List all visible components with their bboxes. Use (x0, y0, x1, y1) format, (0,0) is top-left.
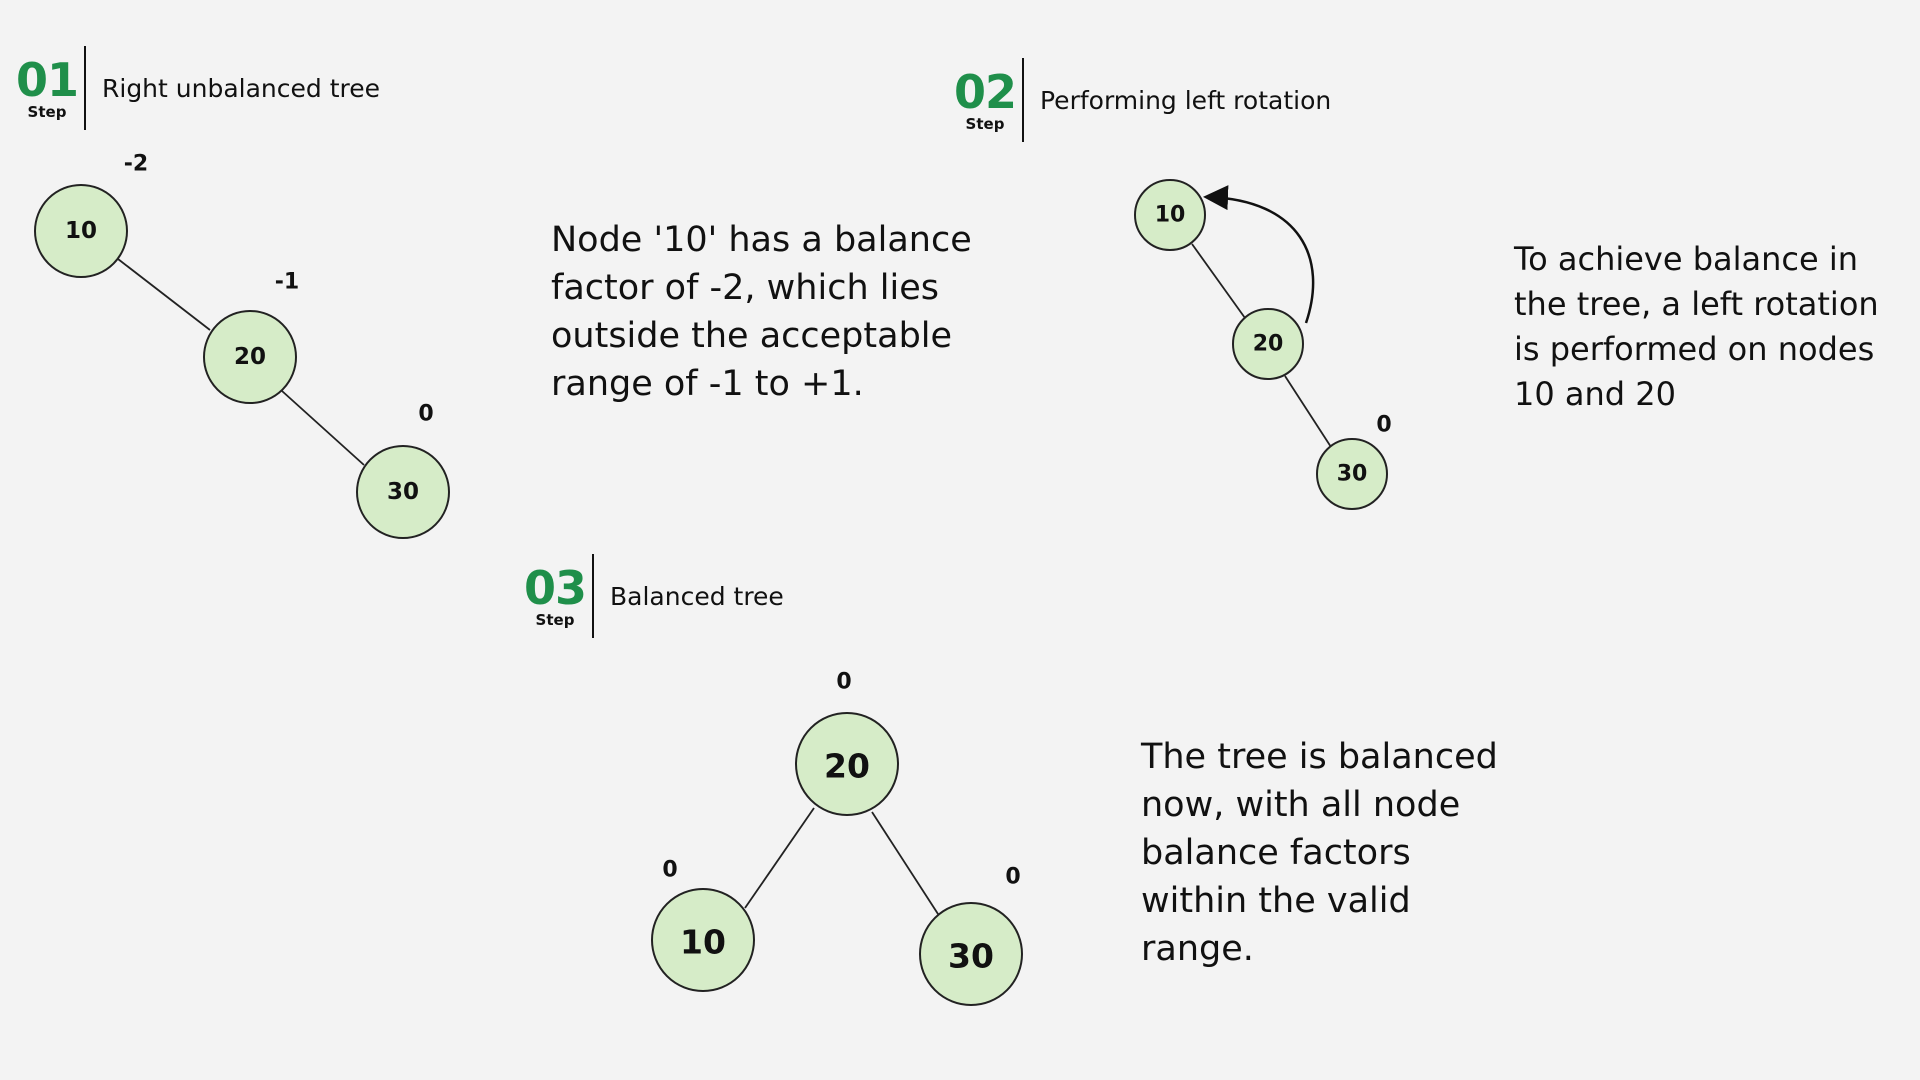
step-word: Step (27, 102, 67, 121)
tree-node (919, 902, 1023, 1006)
step-03-title: Balanced tree (610, 581, 784, 611)
tree-node (1232, 308, 1304, 380)
step-divider (1022, 58, 1024, 142)
step-01-header: 01 Step Right unbalanced tree (16, 46, 380, 130)
step-03-badge: 03 Step (524, 560, 587, 629)
node-value: 10 (65, 218, 97, 244)
tree-edge (1191, 243, 1246, 319)
balance-factor: 0 (836, 670, 851, 695)
step-03-header: 03 Step Balanced tree (524, 554, 784, 638)
tree-edge (281, 390, 365, 466)
step-01-tree: 10 -2 20 -1 30 0 (34, 152, 450, 539)
tree-node (795, 712, 899, 816)
balance-factor: 0 (1005, 865, 1020, 890)
tree-edge (117, 258, 211, 331)
step-word: Step (965, 114, 1005, 133)
node-value: 30 (948, 937, 994, 976)
node-value: 10 (680, 923, 726, 962)
step-01-badge: 01 Step (16, 52, 79, 121)
node-value: 20 (824, 747, 870, 786)
step-02-title: Performing left rotation (1040, 85, 1332, 115)
balance-factor: 0 (662, 858, 677, 883)
step-divider (592, 554, 594, 638)
tree-node (203, 310, 297, 404)
step-number: 03 (524, 560, 587, 615)
step-03-tree: 20 0 10 0 30 0 (651, 670, 1023, 1006)
balance-factor: 0 (418, 402, 433, 427)
node-value: 30 (1337, 462, 1368, 487)
tree-node (651, 888, 755, 992)
tree-node (1134, 179, 1206, 251)
node-value: 20 (234, 344, 266, 370)
step-01-description: Node '10' has a balance factor of -2, wh… (551, 220, 972, 404)
tree-edge (744, 807, 815, 909)
step-word: Step (535, 610, 575, 629)
step-03-description: The tree is balanced now, with all node … (1141, 737, 1498, 969)
step-02-tree: 10 20 30 0 (1134, 179, 1392, 510)
step-02-description: To achieve balance in the tree, a left r… (1514, 240, 1879, 413)
step-divider (84, 46, 86, 130)
tree-edge (1284, 375, 1332, 448)
step-number: 02 (954, 64, 1017, 119)
node-value: 30 (387, 479, 419, 505)
tree-node (1316, 438, 1388, 510)
tree-node (34, 184, 128, 278)
balance-factor: -1 (275, 270, 299, 295)
tree-edge (871, 811, 939, 915)
left-rotation-arrow-icon (1203, 185, 1315, 324)
step-number: 01 (16, 52, 79, 107)
step-01-title: Right unbalanced tree (102, 73, 381, 103)
node-value: 20 (1253, 332, 1284, 357)
node-value: 10 (1155, 203, 1186, 228)
balance-factor: 0 (1376, 413, 1391, 438)
step-02-badge: 02 Step (954, 64, 1017, 133)
step-02-header: 02 Step Performing left rotation (954, 58, 1331, 142)
balance-factor: -2 (124, 152, 148, 177)
tree-node (356, 445, 450, 539)
